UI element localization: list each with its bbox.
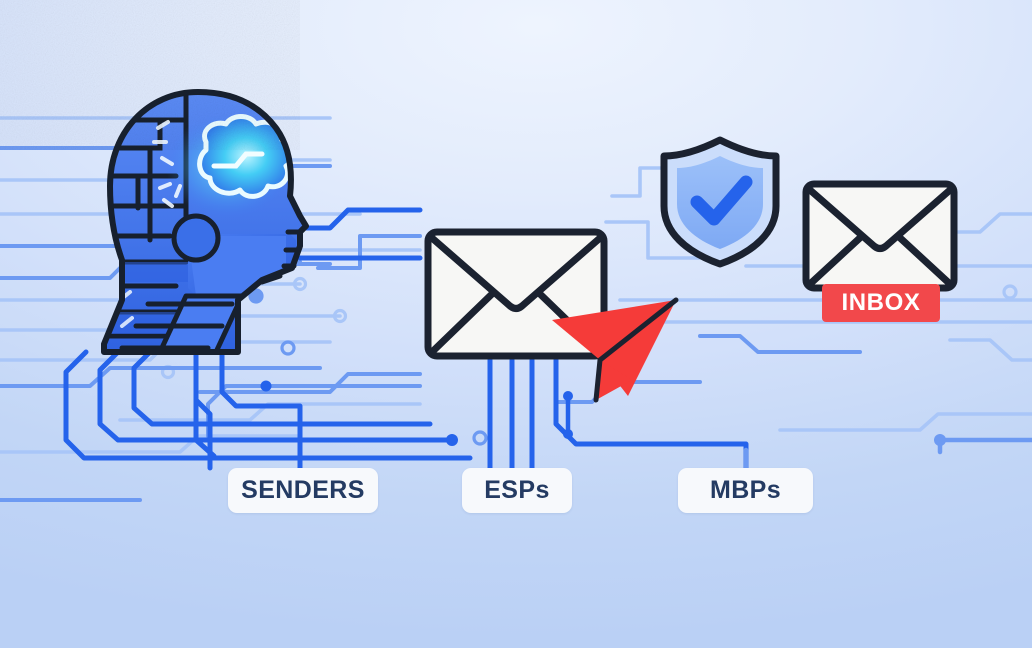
shield-check-icon <box>660 136 780 268</box>
check-icon <box>690 175 753 226</box>
label-pill-mbps[interactable]: MBPs <box>678 468 813 513</box>
trace-nodes-primary <box>260 380 458 446</box>
ai-robot-head-icon <box>101 89 309 355</box>
paper-plane-icon <box>552 297 679 403</box>
label-pill-senders[interactable]: SENDERS <box>228 468 378 513</box>
trace-dumbbell <box>563 391 573 439</box>
envelope-icon-inbox <box>802 180 958 292</box>
trace-group-primary <box>63 207 749 471</box>
inbox-badge: INBOX <box>822 284 940 322</box>
trace-mbp-drop <box>743 434 1032 471</box>
label-pill-esps[interactable]: ESPs <box>462 468 572 513</box>
